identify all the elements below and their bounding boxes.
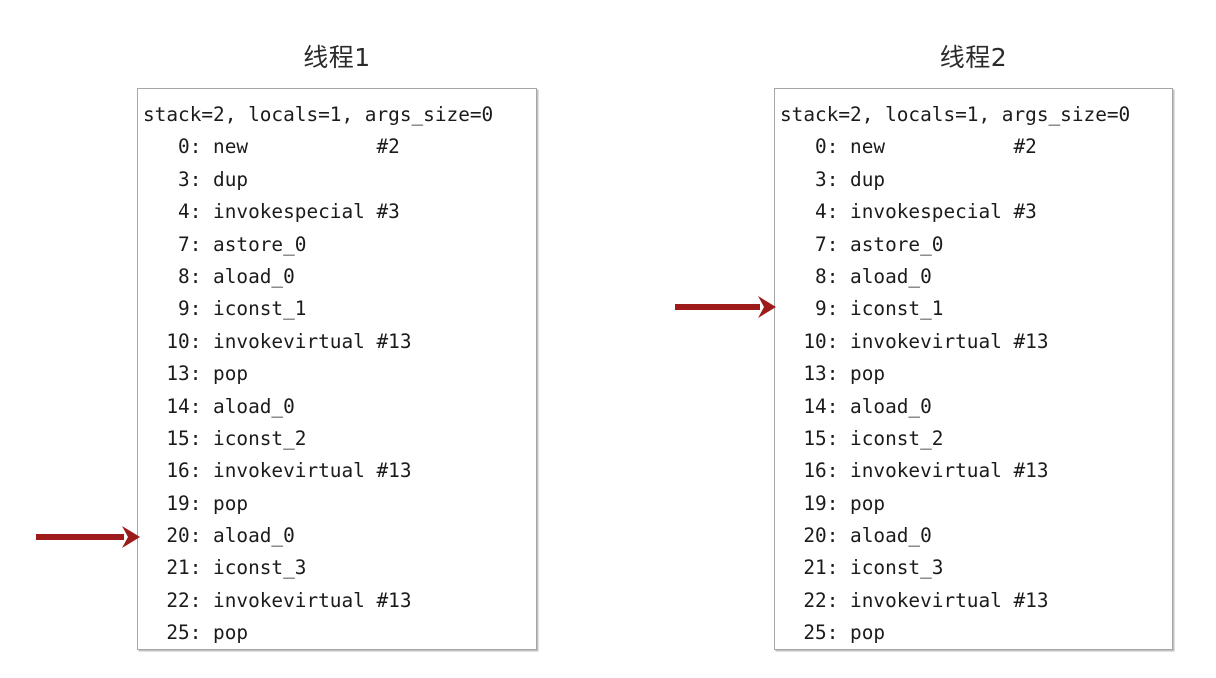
bytecode-line: 14: aload_0	[780, 394, 932, 418]
bytecode-line: 8: aload_0	[780, 264, 932, 288]
bytecode-line: 16: invokevirtual #13	[143, 459, 412, 483]
bytecode-line: 13: pop	[780, 362, 886, 386]
bytecode-line: 3: dup	[780, 167, 886, 191]
panel-title-thread-2: 线程2	[939, 43, 1008, 72]
arrow-pointer-thread-2	[675, 292, 776, 322]
bytecode-line: 21: iconst_3	[780, 556, 944, 580]
bytecode-line: 8: aload_0	[143, 264, 295, 288]
bytecode-listing-thread-1: stack=2, locals=1, args_size=0 0: new #2…	[138, 89, 536, 649]
bytecode-line: 10: invokevirtual #13	[143, 329, 412, 353]
bytecode-line: 7: astore_0	[780, 232, 944, 256]
arrow-pointer-thread-1	[36, 522, 140, 552]
bytecode-line: 15: iconst_2	[780, 426, 944, 450]
panel-title-thread-1: 线程1	[303, 43, 371, 72]
code-box-thread-2: stack=2, locals=1, args_size=0 0: new #2…	[774, 88, 1173, 650]
bytecode-line: 22: invokevirtual #13	[780, 588, 1049, 612]
bytecode-line: 3: dup	[143, 167, 249, 191]
bytecode-line: 25: pop	[780, 621, 886, 645]
bytecode-line: 9: iconst_1	[780, 297, 944, 321]
code-box-thread-1: stack=2, locals=1, args_size=0 0: new #2…	[137, 88, 537, 650]
bytecode-line: 16: invokevirtual #13	[780, 459, 1049, 483]
bytecode-line: 20: aload_0	[780, 524, 932, 548]
bytecode-listing-thread-2: stack=2, locals=1, args_size=0 0: new #2…	[775, 89, 1172, 649]
bytecode-line: 19: pop	[143, 491, 249, 515]
bytecode-line: 15: iconst_2	[143, 426, 307, 450]
bytecode-line: 4: invokespecial #3	[780, 200, 1037, 224]
bytecode-line: 19: pop	[780, 491, 886, 515]
bytecode-line: 22: invokevirtual #13	[143, 588, 412, 612]
bytecode-line: 25: pop	[143, 621, 249, 645]
bytecode-line: 0: new #2	[143, 135, 400, 159]
bytecode-line: 14: aload_0	[143, 394, 295, 418]
bytecode-line: 20: aload_0	[143, 524, 295, 548]
bytecode-line: stack=2, locals=1, args_size=0	[143, 103, 494, 126]
bytecode-line: 9: iconst_1	[143, 297, 307, 321]
bytecode-line: 7: astore_0	[143, 232, 307, 256]
bytecode-line: stack=2, locals=1, args_size=0	[780, 103, 1131, 126]
bytecode-line: 10: invokevirtual #13	[780, 329, 1049, 353]
bytecode-line: 4: invokespecial #3	[143, 200, 400, 224]
bytecode-line: 13: pop	[143, 362, 249, 386]
bytecode-line: 0: new #2	[780, 135, 1037, 159]
bytecode-line: 21: iconst_3	[143, 556, 307, 580]
